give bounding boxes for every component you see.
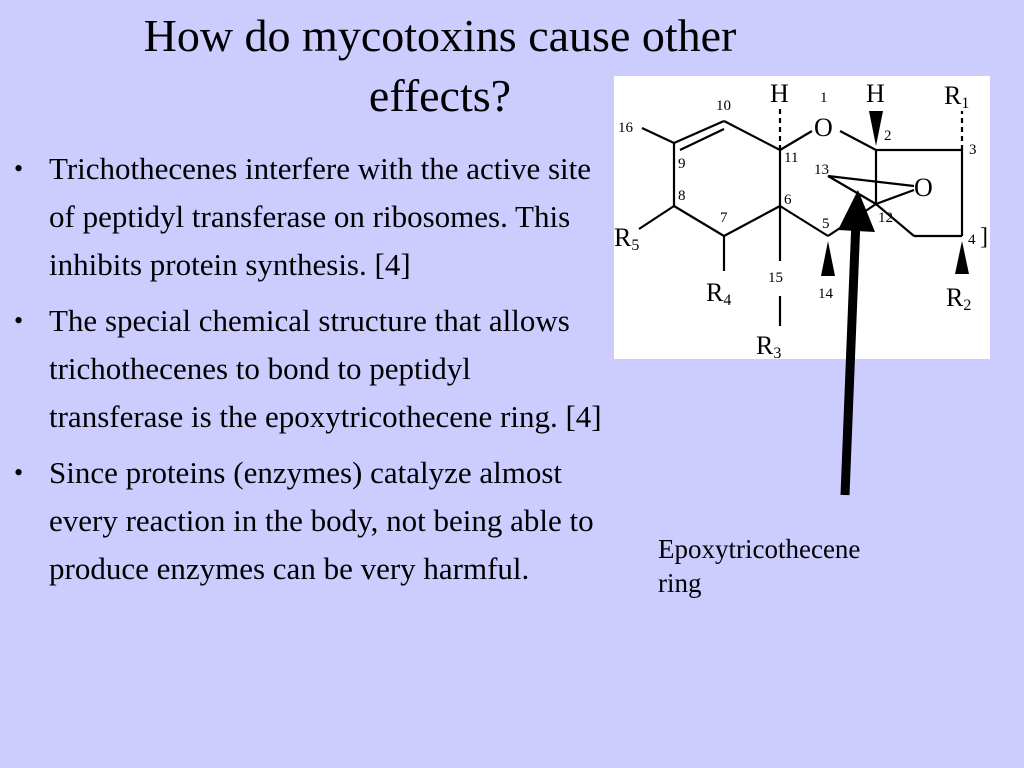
atom-number: 8 bbox=[678, 188, 686, 204]
r5-label: R5 bbox=[614, 223, 639, 254]
r1-label: R1 bbox=[944, 81, 969, 112]
cropped-bracket: ] bbox=[980, 224, 988, 250]
trichothecene-structure-image: H H O O R1 R2 R3 R4 R5 1 2 3 4 5 6 7 8 9… bbox=[614, 76, 990, 359]
chemical-structure-diagram: H H O O R1 R2 R3 R4 R5 1 2 3 4 5 6 7 8 9… bbox=[614, 79, 988, 359]
atom-number: 9 bbox=[678, 156, 686, 172]
atom-number: 2 bbox=[884, 128, 892, 144]
slide-title-line-1: How do mycotoxins cause other bbox=[143, 10, 737, 61]
hydrogen-label: H bbox=[770, 79, 789, 108]
bullet-text: The special chemical structure that allo… bbox=[49, 303, 602, 434]
atom-number: 12 bbox=[878, 210, 893, 226]
bullet-item: • Trichothecenes interfere with the acti… bbox=[12, 145, 612, 289]
oxygen-label: O bbox=[814, 113, 833, 142]
bullet-dot-icon: • bbox=[14, 458, 24, 487]
atom-number: 4 bbox=[968, 232, 976, 248]
structure-caption: Epoxytricothecene ring bbox=[658, 532, 958, 600]
bullet-list: • Trichothecenes interfere with the acti… bbox=[12, 145, 612, 601]
atom-number: 11 bbox=[784, 150, 798, 166]
atom-number: 15 bbox=[768, 270, 783, 286]
bullet-text: Since proteins (enzymes) catalyze almost… bbox=[49, 455, 594, 586]
bullet-item: • Since proteins (enzymes) catalyze almo… bbox=[12, 449, 612, 593]
bullet-item: • The special chemical structure that al… bbox=[12, 297, 612, 441]
caption-line-1: Epoxytricothecene bbox=[658, 534, 861, 564]
atom-number: 6 bbox=[784, 192, 792, 208]
caption-line-2: ring bbox=[658, 568, 702, 598]
atom-number: 16 bbox=[618, 120, 634, 136]
atom-number: 10 bbox=[716, 98, 731, 114]
atom-number: 1 bbox=[820, 90, 828, 106]
slide-title: How do mycotoxins cause other effects? bbox=[40, 6, 840, 126]
epoxide-oxygen-label: O bbox=[914, 173, 933, 202]
atom-number: 14 bbox=[818, 286, 834, 302]
atom-number: 3 bbox=[969, 142, 977, 158]
pointer-arrow-icon bbox=[838, 190, 875, 496]
bullet-dot-icon: • bbox=[14, 154, 24, 183]
atom-number: 5 bbox=[822, 216, 830, 232]
atom-number: 7 bbox=[720, 210, 728, 226]
slide-title-line-2: effects? bbox=[368, 70, 512, 121]
r3-label: R3 bbox=[756, 331, 781, 359]
bullet-dot-icon: • bbox=[14, 306, 24, 335]
atom-number: 13 bbox=[814, 162, 829, 178]
r2-label: R2 bbox=[946, 283, 971, 314]
hydrogen-label: H bbox=[866, 79, 885, 108]
r4-label: R4 bbox=[706, 278, 731, 309]
bullet-text: Trichothecenes interfere with the active… bbox=[49, 151, 592, 282]
